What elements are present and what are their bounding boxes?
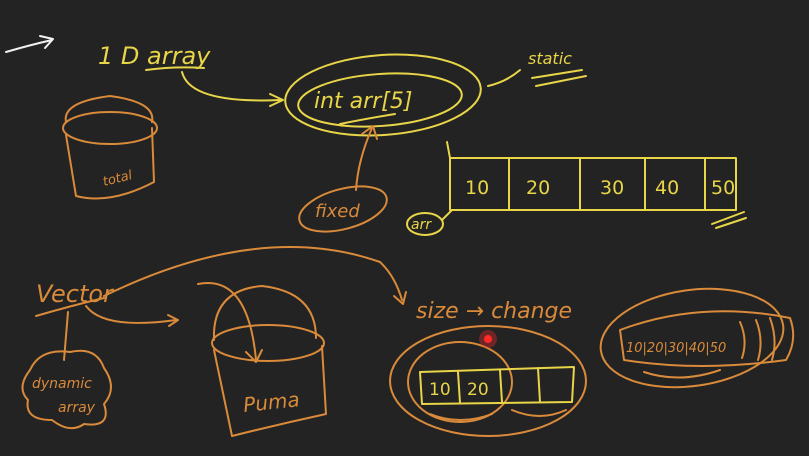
- fixed-arrow-head: [361, 125, 378, 140]
- declaration-underline: [339, 113, 396, 125]
- array-cell-2: 30: [600, 177, 624, 199]
- array-cell-0: 10: [465, 177, 489, 199]
- array-cell-4: 50: [711, 177, 735, 199]
- array-block: [446, 141, 737, 211]
- memory-bucket: [62, 95, 158, 200]
- vector-underline: [35, 297, 105, 317]
- vector-to-dynamic-line: [63, 311, 69, 361]
- bucket2-label: Puma: [242, 387, 301, 417]
- bucket-label: total: [101, 168, 134, 190]
- title-underline: [145, 66, 205, 71]
- fixed-ellipse: [298, 185, 388, 233]
- dynamic-label-1: dynamic: [32, 376, 92, 392]
- array-end-strokes: [711, 211, 747, 229]
- array-cell-1: 20: [526, 177, 550, 199]
- ring-cells-label: 10|20|30|40|50: [626, 341, 726, 356]
- array-cell-3: 40: [655, 177, 679, 199]
- vector-to-bucket-head: [167, 314, 179, 327]
- ring-outer-ellipse: [599, 287, 785, 389]
- start-arrow: [5, 35, 54, 53]
- ring-coils: [739, 317, 776, 361]
- vector-outer-ellipse: [389, 325, 587, 437]
- title-arrow: [181, 71, 281, 102]
- fixed-label: fixed: [315, 201, 360, 222]
- vector-inner-ellipse: [407, 341, 513, 423]
- arr-pointer: [441, 209, 453, 221]
- arr-ellipse: [406, 212, 444, 236]
- static-underline: [531, 69, 587, 87]
- vector-to-bucket-arrow: [85, 305, 177, 324]
- vector-cell-dividers: [457, 367, 541, 404]
- static-label: static: [528, 49, 572, 68]
- array-title: 1 D array: [98, 42, 211, 70]
- size-change-label: size → change: [416, 299, 572, 324]
- pointer-dot: [484, 335, 492, 343]
- declaration-text: int arr[5]: [314, 89, 412, 114]
- vector-cell-1: 20: [467, 380, 489, 400]
- vector-braces: [429, 409, 567, 421]
- dynamic-label-2: array: [58, 400, 96, 416]
- ring-brace: [643, 369, 721, 379]
- vector-to-size-arrow: [103, 246, 403, 301]
- arr-label: arr: [411, 217, 432, 233]
- vector-to-size-head: [393, 291, 407, 305]
- dynamic-cloud: [21, 349, 112, 430]
- ring-inner-shape: [619, 310, 795, 367]
- declaration-inner-ellipse: [297, 72, 463, 128]
- declaration-outer-ellipse: [284, 53, 482, 137]
- static-arrow: [487, 69, 521, 87]
- vector-label: Vector: [36, 280, 115, 308]
- vector-cell-0: 10: [429, 380, 451, 400]
- puma-bucket: [197, 282, 327, 437]
- vector-cells: [419, 366, 575, 405]
- fixed-arrow: [355, 127, 373, 191]
- title-arrow-head: [269, 93, 284, 107]
